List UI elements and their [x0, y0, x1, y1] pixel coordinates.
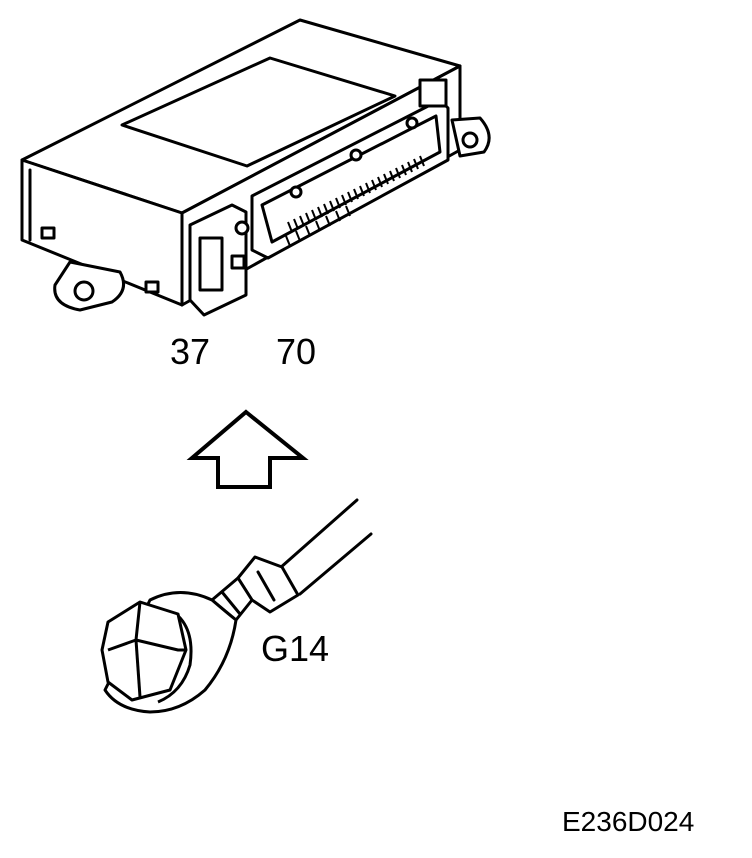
- bolt-head: [100, 600, 188, 702]
- connector-pins: [285, 155, 425, 247]
- mount-hole-left: [73, 280, 95, 302]
- module-top-panel: [120, 56, 397, 168]
- pin-label-70: 70: [276, 331, 317, 372]
- bolt-facet-3: [134, 639, 142, 698]
- bracket-latch: [198, 236, 224, 292]
- control-module: [20, 18, 491, 317]
- mount-hole-right: [461, 131, 479, 149]
- ground-point-label: G14: [261, 628, 330, 669]
- connector-bolt-2: [349, 148, 363, 162]
- hex-bolt-icon: [100, 600, 188, 702]
- crimp-band: [256, 570, 276, 602]
- pin-label-37: 37: [170, 331, 211, 372]
- front-slot-2: [144, 280, 160, 294]
- figure-code-label: E236D024: [562, 806, 695, 837]
- connector-inner: [260, 114, 442, 244]
- ground-cable: [210, 498, 373, 622]
- bolt-facet-2: [135, 638, 186, 652]
- connector-bolt-1: [289, 185, 303, 199]
- bracket-screw: [230, 254, 246, 270]
- ground-wire-upper: [278, 498, 359, 570]
- connector-tab: [418, 78, 448, 108]
- ring-terminal-edge: [157, 612, 193, 704]
- ground-wire-lower: [298, 532, 373, 596]
- connector-bolt-3: [405, 116, 419, 130]
- up-arrow-icon: [186, 409, 309, 489]
- bracket-post: [234, 220, 250, 236]
- front-slot-1: [40, 226, 56, 240]
